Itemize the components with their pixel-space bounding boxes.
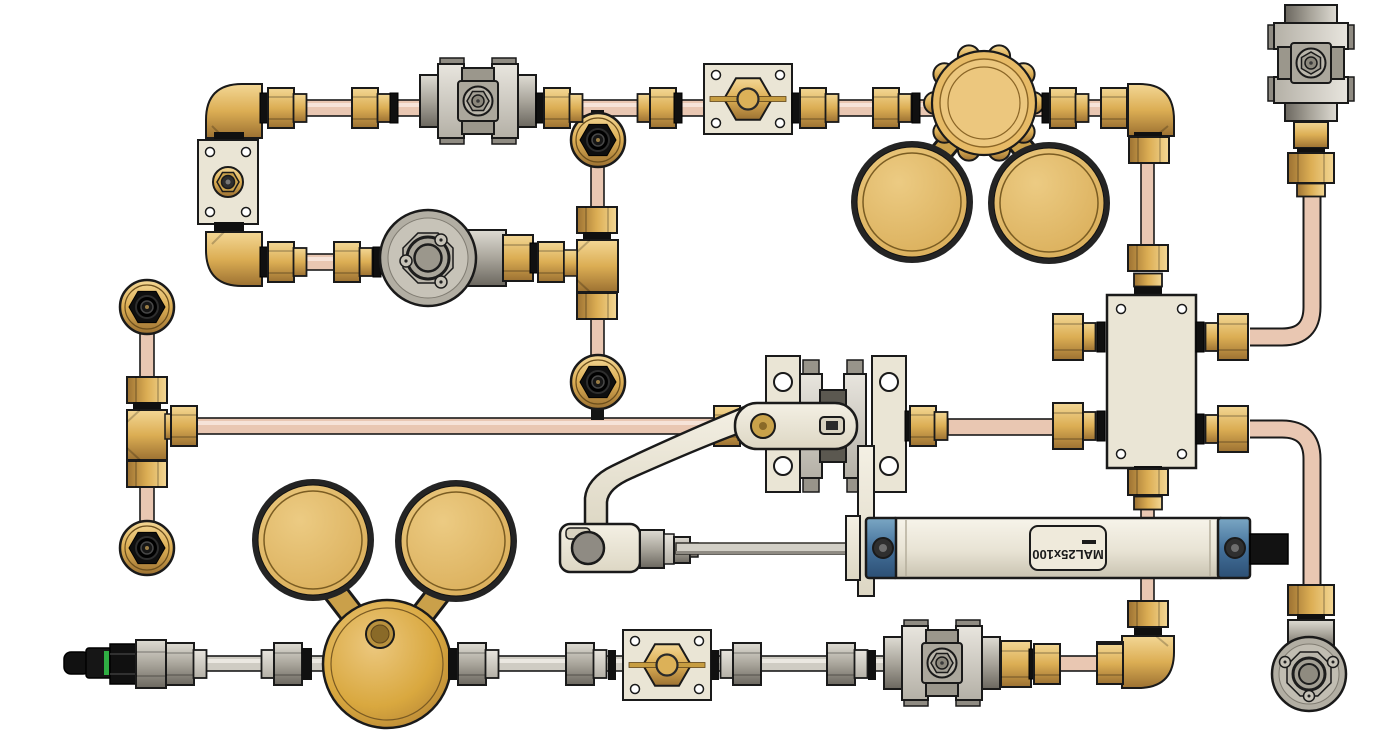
regulator-top-right[interactable] — [850, 44, 1111, 265]
pipe-vent-curve[interactable] — [1250, 196, 1320, 345]
gauge-left — [850, 140, 974, 264]
cylinder-rear-block — [1249, 533, 1289, 565]
quick-connect-plug[interactable] — [63, 643, 137, 685]
cylinder-label-plate — [1029, 525, 1107, 571]
pipe-drain-curve-outline — [1250, 419, 1322, 590]
manifold-riser-fittings[interactable] — [1127, 244, 1169, 295]
needle-valve-top[interactable] — [702, 62, 794, 136]
piston-rod[interactable] — [675, 542, 867, 555]
pipe-supply-highlight — [122, 659, 888, 663]
gauge-left — [251, 478, 375, 602]
manifold-port-right-bottom[interactable] — [1195, 405, 1249, 453]
gauge-right — [987, 141, 1111, 265]
plate-seal — [214, 222, 244, 232]
regulator-knob[interactable] — [922, 44, 1046, 162]
manifold-port-bottom[interactable] — [1127, 466, 1169, 511]
green-ring — [104, 651, 109, 675]
manifold-port-left-top[interactable] — [1052, 313, 1106, 361]
manifold-port-right-top[interactable] — [1195, 313, 1249, 361]
manifold-port-left-bottom[interactable] — [1052, 402, 1106, 450]
elbow-mid-left[interactable] — [205, 231, 308, 287]
clevis-pin — [570, 530, 606, 566]
elbow-top-left[interactable] — [205, 83, 308, 142]
fittings-top-right[interactable] — [1041, 87, 1128, 129]
pipe-top-run-highlight — [242, 103, 1150, 107]
angle-valve-bottom-right[interactable] — [1270, 584, 1348, 713]
ball-valve-supply[interactable] — [883, 619, 1001, 707]
pipe-pilot-run[interactable] — [195, 417, 751, 435]
fittings-after-regulator[interactable] — [448, 642, 616, 686]
pipe-toggle-to-manifold[interactable] — [947, 418, 1059, 436]
pipe-pilot-highlight — [198, 421, 748, 425]
check-valve-left-upper[interactable] — [118, 278, 176, 336]
check-valve-top[interactable] — [569, 110, 627, 169]
elbow-seal — [214, 132, 244, 142]
tee-left[interactable] — [126, 376, 198, 488]
tee-mid[interactable] — [563, 206, 619, 320]
motor-valve-top[interactable] — [378, 208, 565, 308]
pipe-manifold-riser[interactable] — [1140, 153, 1155, 251]
ball-valve-vent[interactable] — [1267, 4, 1355, 198]
elbow-bottom-right[interactable] — [1096, 600, 1175, 689]
ball-valve-top[interactable] — [419, 57, 537, 145]
check-valve-left-lower[interactable] — [118, 519, 176, 577]
fittings-before-ball-valve[interactable] — [711, 642, 876, 686]
gauge-right — [394, 479, 518, 603]
fittings-top-left-pair[interactable] — [351, 87, 399, 129]
pipe-drain-curve[interactable] — [1250, 421, 1320, 590]
distribution-manifold[interactable] — [1105, 293, 1198, 470]
bulkhead-plate[interactable] — [197, 139, 259, 232]
pipe-vent-curve-outline — [1250, 196, 1322, 347]
fittings-after-ball-valve[interactable] — [535, 87, 584, 129]
needle-valve-supply[interactable] — [621, 628, 713, 702]
pipe-check-column-lower[interactable] — [590, 317, 605, 361]
cylinder-size-label: MAL25x100 — [1032, 547, 1104, 562]
clevis-rod-end[interactable] — [558, 522, 699, 574]
pipe-supply-run-steel[interactable] — [119, 655, 891, 672]
elbow-top-right[interactable] — [1127, 83, 1175, 164]
regulator-body[interactable] — [321, 598, 453, 730]
compression-fittings-mid-left[interactable] — [333, 241, 382, 283]
supply-inlet-fittings[interactable] — [135, 639, 312, 689]
fittings-before-needle-valve[interactable] — [636, 87, 683, 129]
check-valve-mid[interactable] — [569, 353, 627, 420]
regulator-supply[interactable] — [251, 478, 518, 730]
lever-arm[interactable] — [583, 401, 859, 530]
pneumatic-cylinder[interactable]: MAL25x100 — [864, 516, 1289, 580]
